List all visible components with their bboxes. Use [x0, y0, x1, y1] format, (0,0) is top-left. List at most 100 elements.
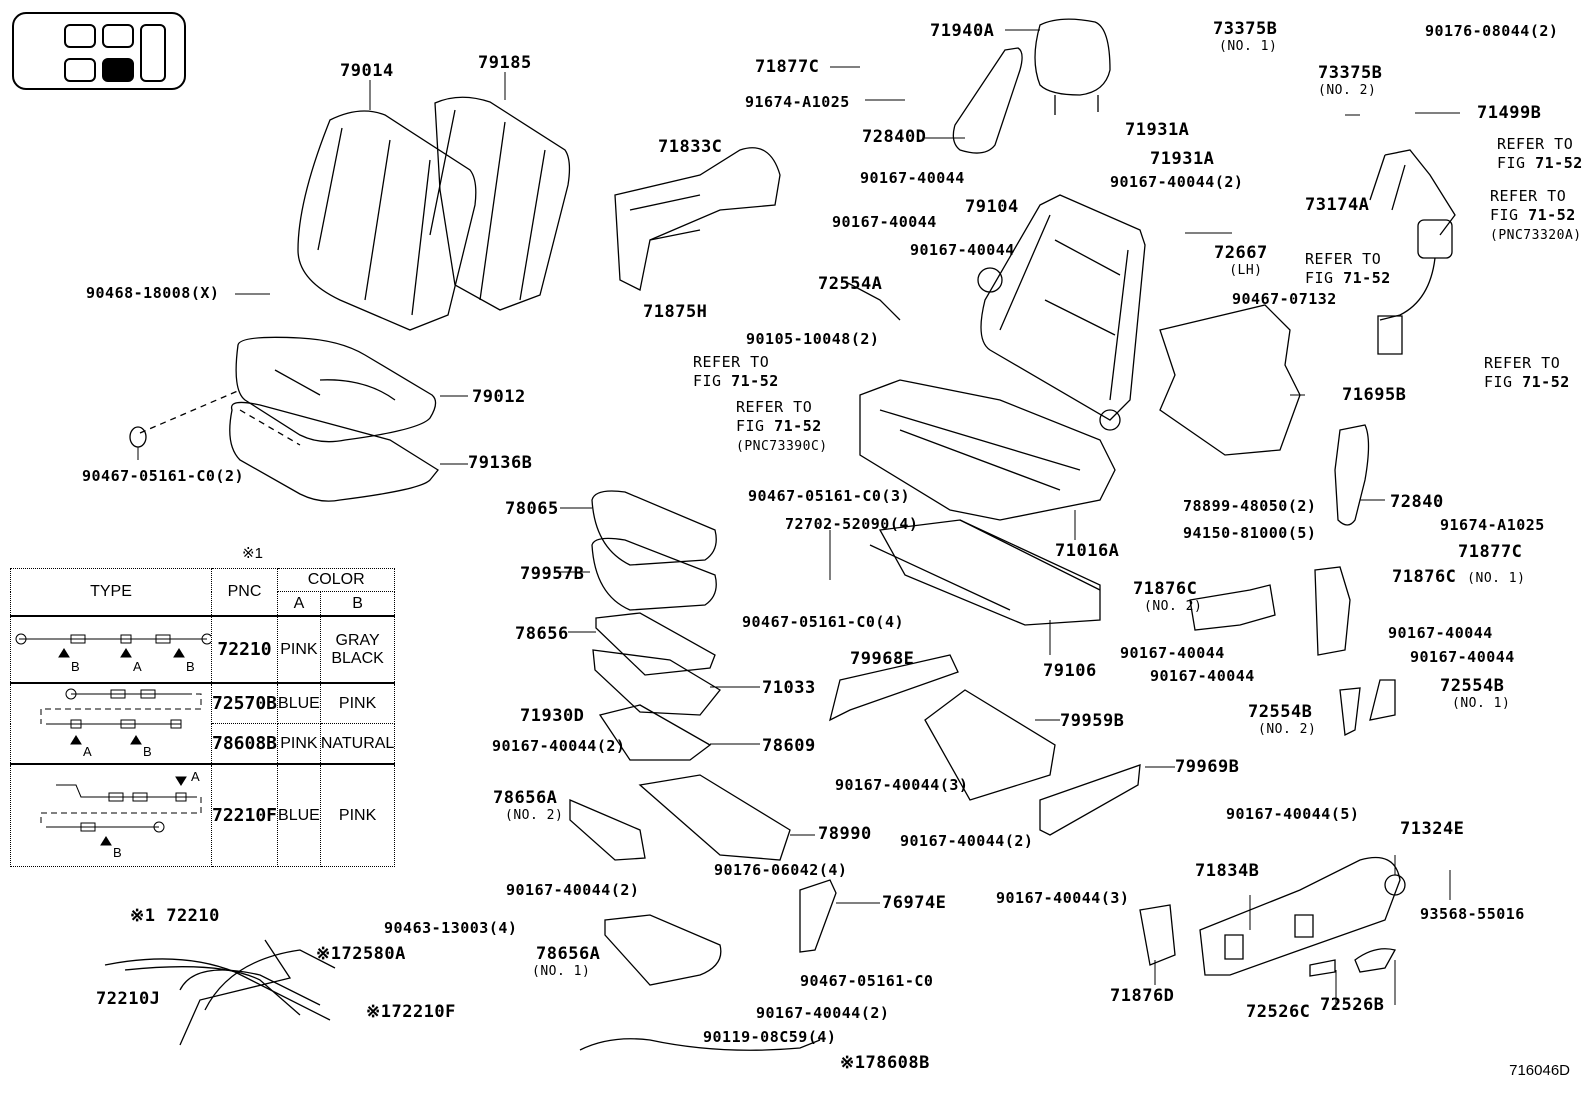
- part-label-79012: 79012: [472, 387, 526, 407]
- part-label-90167-40044-2: 90167-40044(2): [506, 881, 640, 899]
- part-label-90167-40044-2: 90167-40044(2): [492, 737, 626, 755]
- seatback-cover-79014: [298, 111, 476, 330]
- refer-fig: FIG: [1305, 269, 1344, 287]
- part-label-90467-07132: 90467-07132: [1232, 290, 1337, 308]
- seat-rails-79106: [870, 520, 1100, 625]
- part-label-73375B-no2: 73375B(NO. 2): [1318, 64, 1382, 100]
- refer-text: REFER TO: [736, 398, 813, 416]
- bracket-72554B-no1: [1370, 680, 1395, 720]
- header-color-b: B: [319, 591, 396, 617]
- harness-type-icon: A B: [40, 769, 202, 860]
- part-number: 78656A: [493, 788, 558, 808]
- refer-fig-number[interactable]: 71-52: [1522, 373, 1570, 391]
- part-label-71940A: 71940A: [930, 21, 995, 41]
- armrest-pad-78065: [592, 491, 716, 565]
- part-label-72554B-no1: 72554B(NO. 1): [1440, 677, 1510, 713]
- color-b-cell: PINK: [319, 763, 396, 867]
- part-label-71931A: 71931A: [1150, 149, 1215, 169]
- refer-fig-number[interactable]: 71-52: [774, 417, 822, 435]
- armrest-72840D: [953, 48, 1022, 153]
- cover-78656A-no1: [605, 915, 721, 985]
- sheet-id: 716046D: [1509, 1062, 1570, 1079]
- part-number: 73375B: [1318, 63, 1383, 83]
- marker-a: A: [83, 744, 92, 758]
- seat-cell: [140, 24, 166, 82]
- refer-note-fig-71-52: REFER TO FIG 71-52: [1484, 354, 1570, 392]
- refer-fig-number[interactable]: 71-52: [1343, 269, 1391, 287]
- marker-a: A: [133, 659, 142, 674]
- part-variant: (NO. 1): [1467, 571, 1526, 586]
- refer-pnc: (PNC73320A): [1490, 228, 1582, 243]
- refer-fig-number[interactable]: 71-52: [1528, 206, 1576, 224]
- cover-76974E: [800, 880, 836, 952]
- part-label-90467-05161-c0-2: 90467-05161-C0(2): [82, 467, 245, 485]
- harness-type-icon: A B: [40, 688, 202, 759]
- part-label-94150-81000: 94150-81000(5): [1183, 524, 1317, 542]
- part-label-90167-40044: 90167-40044: [860, 169, 965, 187]
- marker-b: B: [113, 845, 122, 860]
- side-shield-71834B: [1200, 858, 1400, 976]
- part-label-72580A: ※172580A: [316, 944, 406, 964]
- board-71695B: [1160, 305, 1300, 455]
- part-label-90167-40044-2: 90167-40044(2): [1110, 173, 1244, 191]
- leader-lines: [138, 30, 1460, 1010]
- part-number: 72554B: [1248, 702, 1313, 722]
- refer-text: REFER TO: [693, 353, 770, 371]
- refer-note-fig-71-52-pnc73320a: REFER TO FIG 71-52 (PNC73320A): [1490, 187, 1582, 245]
- header-color-a: A: [277, 591, 321, 617]
- part-variant: (NO. 1): [1452, 696, 1511, 711]
- seat-cell: [64, 58, 96, 82]
- part-label-90167-40044-5: 90167-40044(5): [1226, 805, 1360, 823]
- part-label-71324E: 71324E: [1400, 819, 1465, 839]
- part-label-73174A: 73174A: [1305, 195, 1370, 215]
- part-number: 71876C: [1132, 579, 1198, 599]
- part-label-90167-40044-2: 90167-40044(2): [900, 832, 1034, 850]
- part-label-79014: 79014: [340, 61, 394, 81]
- part-label-72210F: ※172210F: [366, 1002, 456, 1022]
- color-a-cell: BLUE: [277, 763, 321, 867]
- part-variant: (NO. 2): [1144, 599, 1203, 614]
- type-diagram: A B: [10, 763, 212, 867]
- pnc-cell: 72570B: [210, 682, 279, 724]
- part-label-90167-40044: 90167-40044: [910, 241, 1015, 259]
- part-label-71016A: 71016A: [1055, 541, 1120, 561]
- hinge-78990: [640, 775, 790, 860]
- refer-text: REFER TO: [1305, 250, 1382, 268]
- seat-adjuster-71016A: [848, 283, 1115, 520]
- leader-dashed: [140, 390, 300, 445]
- seatback-cover-79185: [430, 97, 569, 310]
- part-label-78990: 78990: [818, 824, 872, 844]
- wire-harness-group: [105, 940, 335, 1045]
- color-b-cell: PINK: [319, 682, 396, 724]
- cover-71876D: [1140, 905, 1175, 965]
- part-label-71499B: 71499B: [1477, 103, 1542, 123]
- bracket-72554B-no2: [1340, 688, 1360, 735]
- header-color: COLOR: [277, 567, 396, 593]
- part-label-71834B: 71834B: [1195, 861, 1260, 881]
- header-pnc: PNC: [210, 568, 279, 617]
- part-label-90468-18008: 90468-18008(X): [86, 284, 220, 302]
- knob-72526C: [1310, 960, 1335, 976]
- color-table: TYPE PNC COLOR A B B A B 72210 PINK: [10, 567, 396, 867]
- color-b-line1: GRAY: [335, 631, 380, 649]
- marker-b: B: [186, 659, 195, 674]
- part-label-71033: 71033: [762, 678, 816, 698]
- part-variant: (LH): [1229, 263, 1263, 278]
- refer-text: REFER TO: [1497, 135, 1574, 153]
- part-label-72554A: 72554A: [818, 274, 883, 294]
- refer-fig-number[interactable]: 71-52: [1535, 154, 1583, 172]
- seat-cell: [102, 24, 134, 48]
- color-a-cell: PINK: [277, 723, 321, 765]
- seat-cell: [64, 24, 96, 48]
- refer-fig-number[interactable]: 71-52: [731, 372, 779, 390]
- part-number: 73375B: [1213, 19, 1278, 39]
- marker-a: A: [191, 769, 200, 784]
- part-label-79957B: 79957B: [520, 564, 585, 584]
- refer-note-fig-71-52: REFER TO FIG 71-52: [1305, 250, 1391, 288]
- part-label-71695B: 71695B: [1342, 385, 1407, 405]
- part-label-71875H: 71875H: [643, 302, 708, 322]
- part-label-71876C-no1: 71876C (NO. 1): [1392, 568, 1525, 588]
- refer-note-fig-71-52: REFER TO FIG 71-52: [1497, 135, 1583, 173]
